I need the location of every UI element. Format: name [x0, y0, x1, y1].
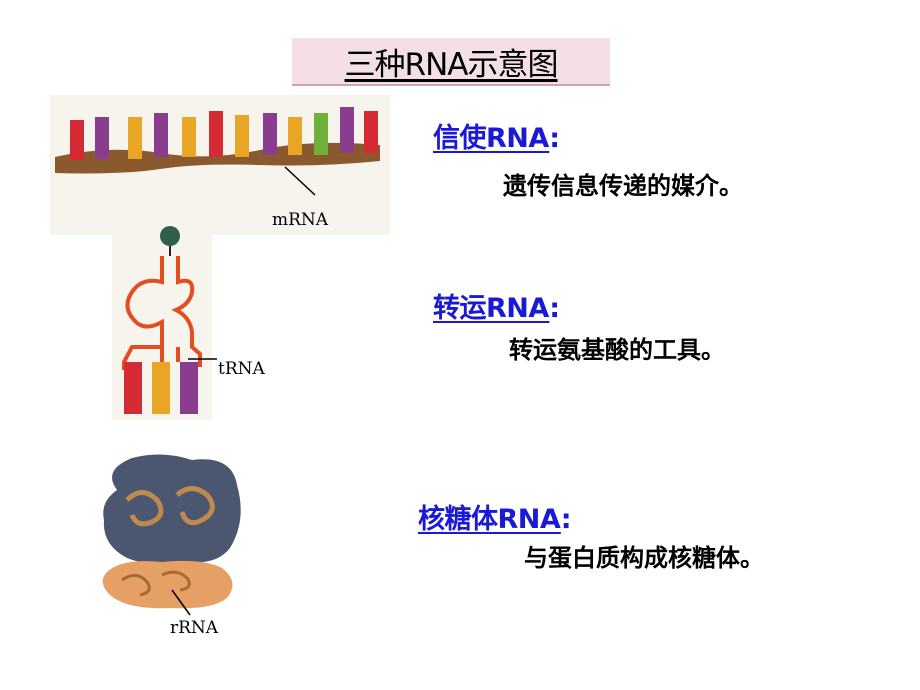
trna-base [124, 362, 142, 414]
rrna-figure-label: rRNA [170, 618, 219, 638]
slide-title: 三种RNA示意图 [344, 46, 559, 83]
mrna-base [154, 113, 168, 157]
rrna-label: 核糖体RNA: [418, 497, 572, 536]
mrna-base [209, 111, 223, 157]
rrna-diagram: rRNA [102, 454, 241, 638]
trna-amino-acid [160, 226, 180, 246]
mrna-base [263, 113, 277, 155]
mrna-name: 信使RNA [433, 123, 550, 154]
mrna-figure-label: mRNA [272, 210, 329, 230]
trna-right-arm [171, 256, 202, 367]
mrna-diagram: mRNA [50, 95, 390, 235]
trna-colon: : [549, 293, 560, 324]
trna-bases [124, 362, 198, 414]
rrna-strand-large [125, 486, 215, 527]
mrna-base [288, 117, 302, 155]
ribosome-small-subunit [102, 560, 233, 609]
trna-figure-label: tRNA [218, 359, 266, 379]
rrna-colon: : [560, 504, 572, 535]
mrna-pointer [284, 166, 316, 196]
mrna-base [340, 107, 354, 153]
mrna-label: 信使RNA: [433, 116, 560, 155]
mrna-base [314, 113, 328, 155]
mrna-base [182, 117, 196, 157]
trna-base [152, 362, 170, 414]
trna-name: 转运RNA [433, 293, 550, 324]
mrna-description: 遗传信息传递的媒介。 [503, 172, 743, 200]
rrna-strand-small [121, 570, 191, 597]
trna-base [180, 362, 198, 414]
trna-diagram: tRNA [112, 222, 266, 420]
mrna-bases [70, 107, 378, 160]
rrna-name: 核糖体RNA [418, 504, 561, 535]
slide-title-box: 三种RNA示意图 [292, 38, 610, 86]
rrna-description: 与蛋白质构成核糖体。 [524, 544, 764, 572]
trna-anticodon-stem [160, 347, 180, 362]
mrna-base [235, 115, 249, 157]
mrna-colon: : [549, 123, 560, 154]
rrna-pointer [171, 589, 191, 616]
ribosome-large-subunit [103, 454, 241, 565]
mrna-base [128, 117, 142, 159]
mrna-base [364, 111, 378, 153]
mrna-base [95, 117, 109, 159]
trna-left-arm [122, 256, 164, 370]
mrna-base [70, 120, 84, 160]
trna-label: 转运RNA: [433, 286, 560, 325]
trna-description: 转运氨基酸的工具。 [509, 336, 725, 364]
